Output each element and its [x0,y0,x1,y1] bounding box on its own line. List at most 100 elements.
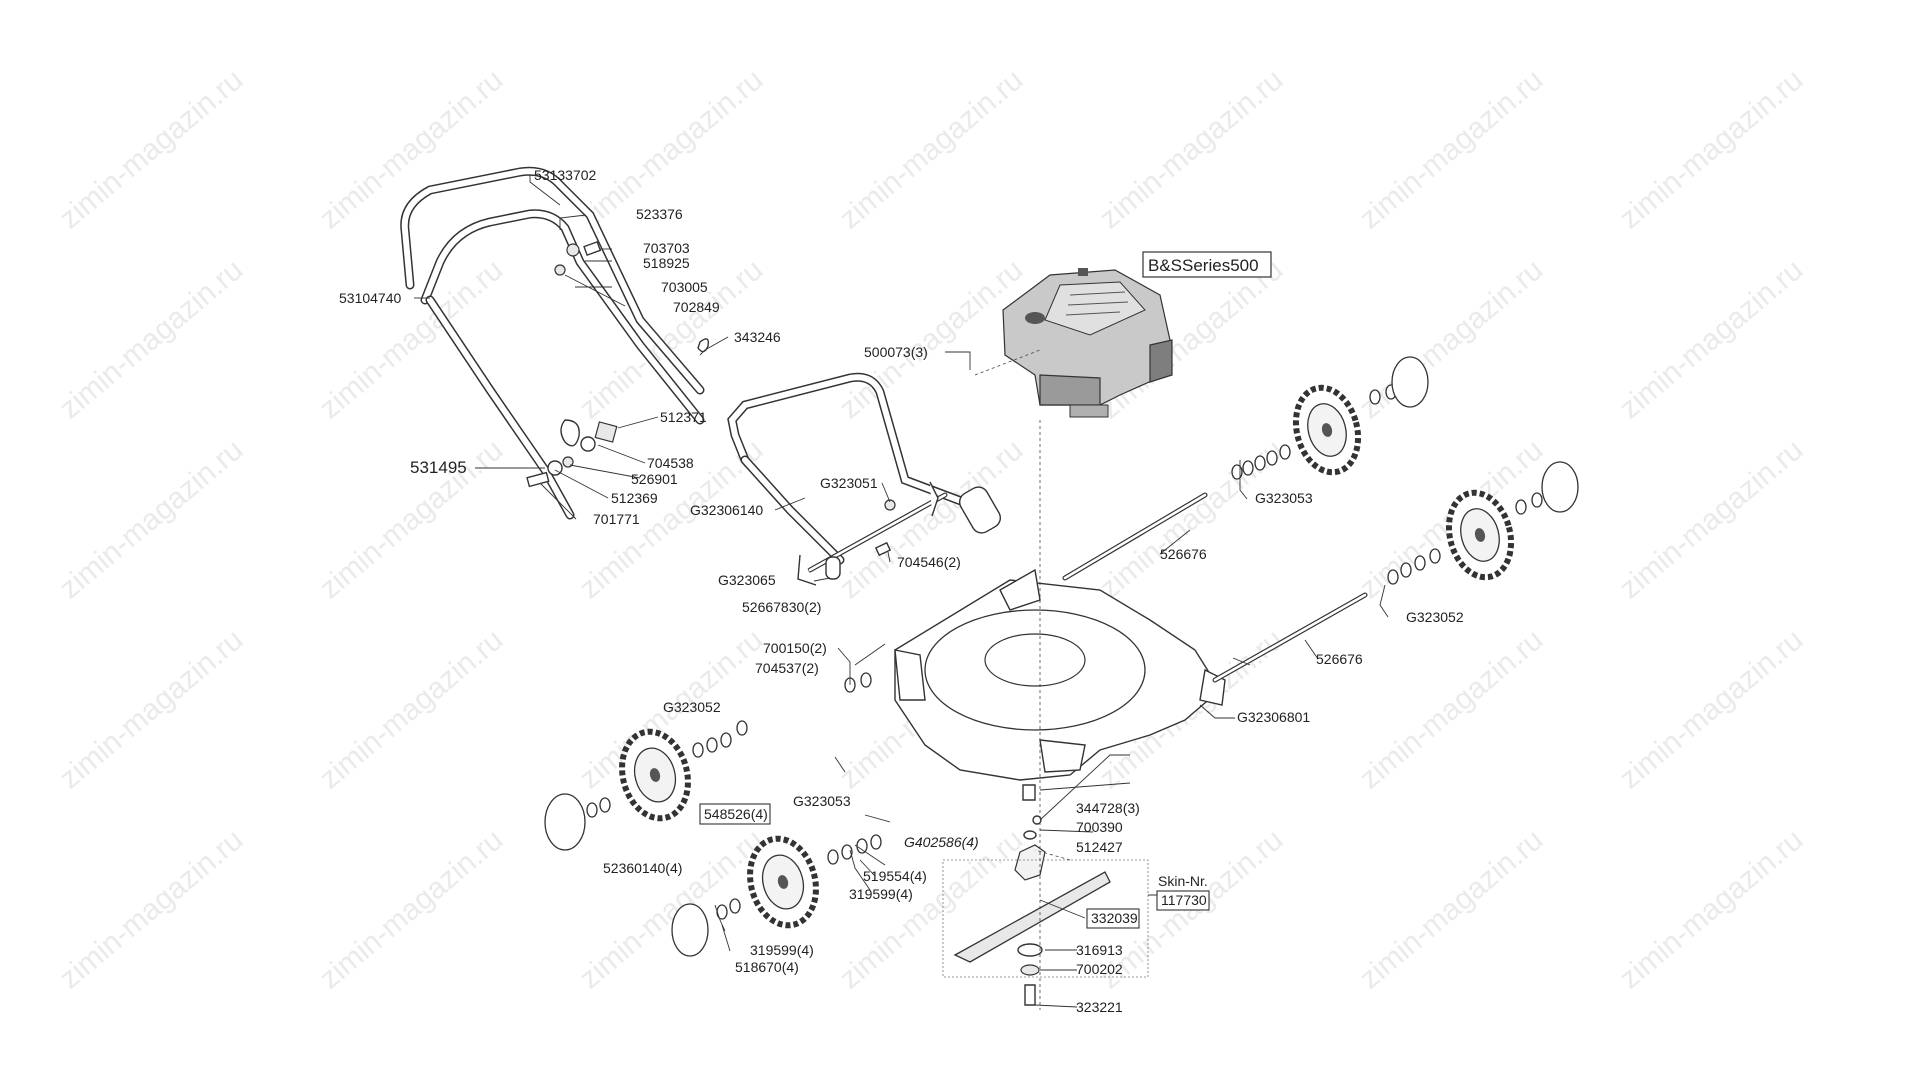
label-332039: 332039 [1091,910,1138,926]
label-G32306801: G32306801 [1237,709,1310,725]
washer [856,838,868,854]
label-704546: 704546(2) [897,554,961,570]
label-skin-nr: Skin-Nr. [1158,873,1208,889]
engine-drawing [1002,268,1173,418]
blade-drawing [942,784,1149,1006]
watermark-text: zimin-magazin.ru [53,823,249,995]
washer [1400,562,1412,578]
watermark-text: zimin-magazin.ru [1093,63,1289,235]
watermark-text: zimin-magazin.ru [1613,433,1809,605]
label-G323051: G323051 [820,475,878,491]
label-519554: 519554(4) [863,868,927,884]
wheel [1292,384,1362,476]
label-548526: 548526(4) [704,806,768,822]
wheel [619,728,691,822]
washer [1429,548,1441,564]
watermark-text: zimin-magazin.ru [833,63,1029,235]
label-518925: 518925 [643,255,690,271]
washer [860,672,872,688]
watermark-text: zimin-magazin.ru [1613,253,1809,425]
label-703005: 703005 [661,279,708,295]
label-323221: 323221 [1076,999,1123,1015]
washer [841,844,853,860]
label-53104740: 53104740 [339,290,402,306]
washer [1515,499,1527,515]
washer [1279,444,1291,460]
hub-cap [544,793,586,851]
washer [720,732,732,748]
washer [706,737,718,753]
label-117730: 117730 [1161,892,1207,908]
watermark-text: zimin-magazin.ru [1353,823,1549,995]
watermark-text: zimin-magazin.ru [53,623,249,795]
label-512369: 512369 [611,490,658,506]
label-G323052-left: G323052 [663,699,721,715]
part-labels: 53133702 523376 703703 518925 53104740 7… [339,167,1464,1015]
label-523376: 523376 [636,206,683,222]
washer [1254,455,1266,471]
label-500073: 500073(3) [864,344,928,360]
label-526901: 526901 [631,471,678,487]
lower-handle-drawing [727,372,1002,586]
watermark-text: zimin-magazin.ru [833,253,1029,425]
watermark-text: zimin-magazin.ru [1613,623,1809,795]
label-703703: 703703 [643,240,690,256]
label-518670: 518670(4) [735,959,799,975]
label-G402586: G402586(4) [904,834,979,850]
label-526676-lower: 526676 [1316,651,1363,667]
washer [1387,569,1399,585]
label-319599-right: 319599(4) [849,886,913,902]
washer [1242,460,1254,476]
label-engine-series: B&SSeries500 [1148,256,1259,275]
washer [599,797,611,813]
label-G323065: G323065 [718,572,776,588]
watermark-text: zimin-magazin.ru [313,623,509,795]
watermark-text: zimin-magazin.ru [53,433,249,605]
washer [1531,492,1543,508]
label-702849: 702849 [673,299,720,315]
label-512371: 512371 [660,409,707,425]
label-52667830: 52667830(2) [742,599,821,615]
watermark-text: zimin-magazin.ru [1353,253,1549,425]
label-700202: 700202 [1076,961,1123,977]
watermark-text: zimin-magazin.ru [1613,63,1809,235]
label-344728: 344728(3) [1076,800,1140,816]
hub-cap [671,903,709,957]
washer [586,802,598,818]
label-G323052-right: G323052 [1406,609,1464,625]
washer [1266,450,1278,466]
washer [870,834,882,850]
upper-handle-drawing [400,166,710,520]
axle-drawing [1062,492,1368,683]
watermark-text: zimin-magazin.ru [1353,63,1549,235]
label-52360140: 52360140(4) [603,860,682,876]
label-G323053-lower: G323053 [793,793,851,809]
leader-lines [414,175,1389,1008]
washer [729,898,741,914]
watermark-text: zimin-magazin.ru [53,63,249,235]
washer [827,849,839,865]
wheels-drawing [544,356,1579,957]
label-704537: 704537(2) [755,660,819,676]
wheel [747,835,819,929]
center-lines [974,349,1071,1010]
label-531495: 531495 [410,458,467,477]
watermark-text: zimin-magazin.ru [1353,623,1549,795]
label-700390: 700390 [1076,819,1123,835]
watermark-text: zimin-magazin.ru [313,823,509,995]
deck-drawing [894,568,1226,781]
washer [736,720,748,736]
washer [1231,464,1243,480]
label-343246: 343246 [734,329,781,345]
label-512427: 512427 [1076,839,1123,855]
watermark-text: zimin-magazin.ru [53,253,249,425]
washer [692,742,704,758]
label-G323053-upper: G323053 [1255,490,1313,506]
label-704538: 704538 [647,455,694,471]
washer [1369,389,1381,405]
label-701771: 701771 [593,511,640,527]
washer [1414,555,1426,571]
hub-cap [1391,356,1429,408]
